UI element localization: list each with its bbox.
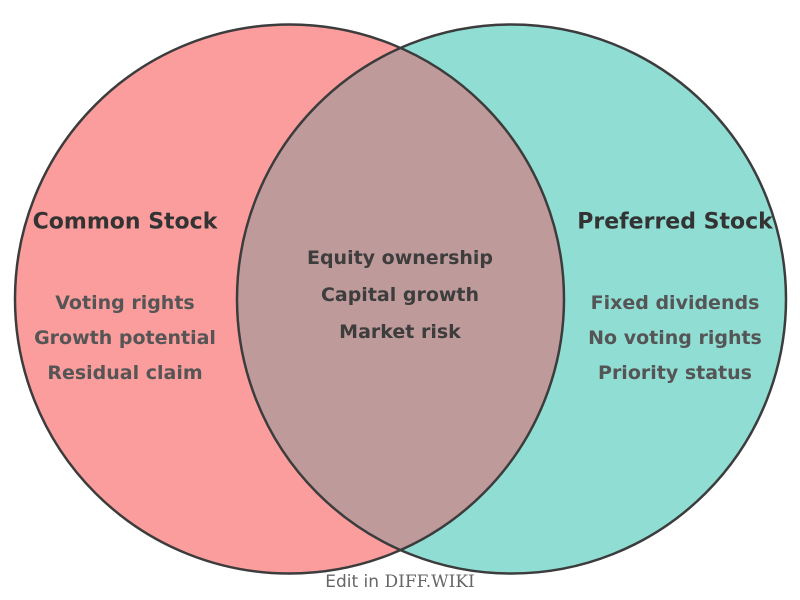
edit-in-label: Edit in [325, 572, 385, 592]
diffwiki-brand: DIFF.WIKI [384, 572, 475, 592]
overlap-item: Market risk [339, 321, 461, 343]
edit-in-diffwiki-link[interactable]: Edit in DIFF.WIKI [325, 572, 475, 592]
overlap-region [237, 24, 564, 574]
right-set-item: No voting rights [588, 327, 762, 349]
overlap-item: Capital growth [320, 284, 480, 306]
left-set-item: Growth potential [34, 327, 216, 349]
right-set-item: Priority status [598, 362, 752, 384]
left-set-item: Residual claim [47, 362, 203, 384]
left-set-item: Voting rights [55, 292, 195, 314]
right-circle-outline [235, 23, 788, 575]
left-circle-outline [13, 23, 566, 575]
left-set-title: Common Stock [32, 209, 218, 235]
overlap-item: Equity ownership [306, 247, 494, 269]
right-set-title: Preferred Stock [577, 209, 773, 235]
right-set-item: Fixed dividends [590, 292, 760, 314]
